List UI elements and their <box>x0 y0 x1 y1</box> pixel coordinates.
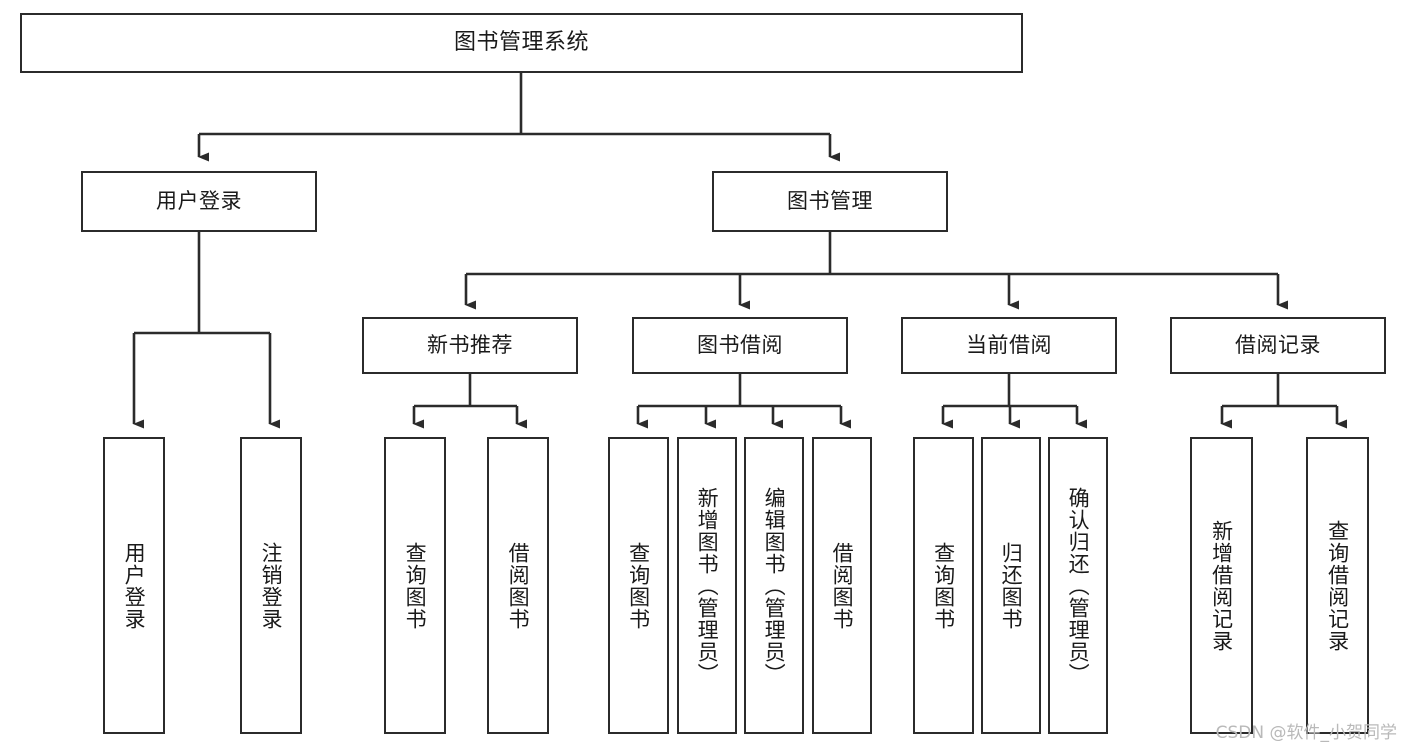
node-book-management-system[interactable]: 图书管理系统 <box>20 13 1023 73</box>
node-label: 借阅图书 <box>506 541 531 630</box>
node-label: 用户登录 <box>156 188 242 213</box>
leaf-add-book-admin[interactable]: 新增图书（管理员） <box>677 437 737 734</box>
node-label: 当前借阅 <box>966 332 1052 357</box>
node-book-borrow[interactable]: 图书借阅 <box>632 317 848 374</box>
leaf-borrow-book-1[interactable]: 借阅图书 <box>487 437 549 734</box>
node-label: 编辑图书（管理员） <box>762 486 787 685</box>
node-book-manage[interactable]: 图书管理 <box>712 171 948 232</box>
leaf-query-borrow-record[interactable]: 查询借阅记录 <box>1306 437 1369 734</box>
leaf-confirm-return-admin[interactable]: 确认归还（管理员） <box>1048 437 1108 734</box>
node-label: 确认归还（管理员） <box>1066 486 1091 685</box>
node-label: 新书推荐 <box>427 332 513 357</box>
node-label: 借阅记录 <box>1235 332 1321 357</box>
csdn-watermark: CSDN @软件_小贺同学 <box>1215 723 1397 743</box>
node-label: 借阅图书 <box>830 541 855 630</box>
node-label: 用户登录 <box>122 541 147 630</box>
node-user-login[interactable]: 用户登录 <box>81 171 317 232</box>
leaf-query-book-3[interactable]: 查询图书 <box>913 437 974 734</box>
node-label: 新增图书（管理员） <box>695 486 720 685</box>
node-label: 查询图书 <box>931 541 956 630</box>
node-current-borrow[interactable]: 当前借阅 <box>901 317 1117 374</box>
node-label: 查询图书 <box>403 541 428 630</box>
leaf-logout-login[interactable]: 注销登录 <box>240 437 302 734</box>
leaf-query-book-1[interactable]: 查询图书 <box>384 437 446 734</box>
node-borrow-record[interactable]: 借阅记录 <box>1170 317 1386 374</box>
node-label: 图书借阅 <box>697 332 783 357</box>
node-new-book-recommend[interactable]: 新书推荐 <box>362 317 578 374</box>
leaf-user-login[interactable]: 用户登录 <box>103 437 165 734</box>
leaf-edit-book-admin[interactable]: 编辑图书（管理员） <box>744 437 804 734</box>
node-label: 图书管理 <box>787 188 873 213</box>
node-label: 查询图书 <box>626 541 651 630</box>
leaf-return-book[interactable]: 归还图书 <box>981 437 1041 734</box>
node-label: 归还图书 <box>999 541 1024 630</box>
leaf-add-borrow-record[interactable]: 新增借阅记录 <box>1190 437 1253 734</box>
node-label: 查询借阅记录 <box>1325 519 1350 652</box>
leaf-borrow-book-2[interactable]: 借阅图书 <box>812 437 872 734</box>
node-label: 图书管理系统 <box>453 29 589 55</box>
node-label: 新增借阅记录 <box>1209 519 1234 652</box>
leaf-query-book-2[interactable]: 查询图书 <box>608 437 669 734</box>
node-label: 注销登录 <box>259 541 284 630</box>
